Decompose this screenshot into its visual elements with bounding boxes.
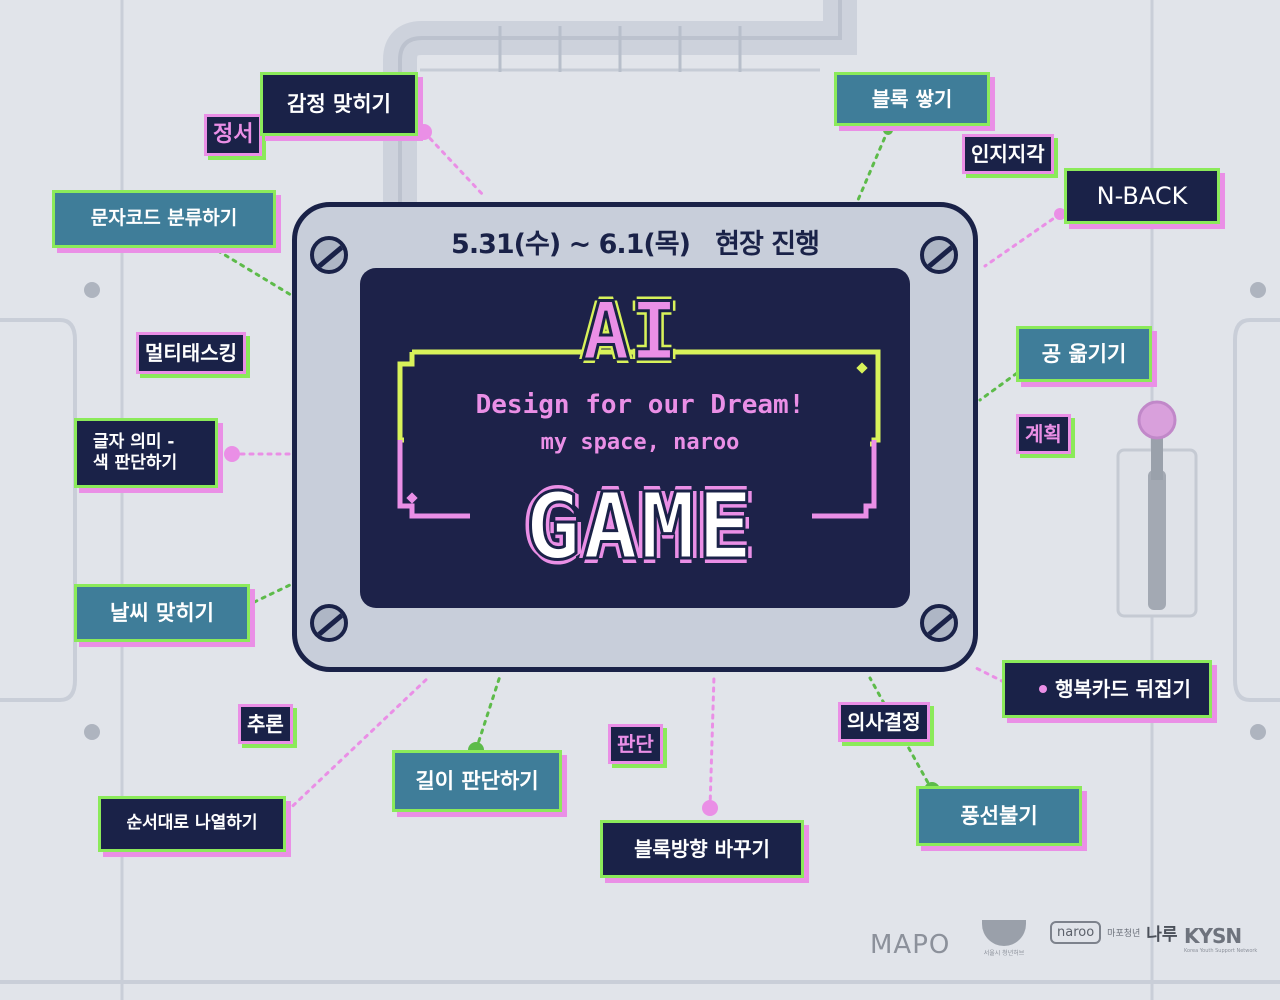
screw-icon xyxy=(310,604,348,642)
tagline: Design for our Dream! xyxy=(475,390,805,420)
category-judgment: 판단 xyxy=(608,724,663,764)
naroo-house-icon: naroo xyxy=(1050,921,1102,944)
game-happy-card-label: 행복카드 뒤집기 xyxy=(1055,676,1191,701)
game-nback: N-BACK xyxy=(1064,168,1220,224)
logo-naroo-main: 나루 xyxy=(1146,925,1178,945)
game-weather: 날씨 맞히기 xyxy=(74,584,250,642)
category-multitask: 멀티태스킹 xyxy=(136,332,246,374)
logo-mapo: MAPO xyxy=(870,930,951,960)
logo-youth-hub-text: 서울시 청년허브 xyxy=(983,950,1025,957)
bowl-icon xyxy=(982,920,1026,946)
game-word-color-line1: 글자 의미 - xyxy=(93,431,175,452)
subline: my space, naroo xyxy=(540,430,740,455)
screw-icon xyxy=(310,236,348,274)
logo-naroo-small: 마포청년 xyxy=(1107,929,1141,939)
category-reasoning: 추론 xyxy=(238,704,293,744)
logo-youth-hub: 서울시 청년허브 xyxy=(976,912,1032,957)
date-text: 5.31(수) ~ 6.1(목) xyxy=(451,229,691,260)
bullet-icon xyxy=(1039,685,1048,693)
game-char-code: 문자코드 분류하기 xyxy=(52,190,276,248)
pipe-joints-icon xyxy=(498,26,742,72)
game-length: 길이 판단하기 xyxy=(392,750,562,812)
screw-icon xyxy=(920,236,958,274)
ai-title: AI xyxy=(580,283,679,379)
category-decision: 의사결정 xyxy=(838,702,930,742)
lever-icon xyxy=(1116,400,1198,618)
logo-kysn-small: Korea Youth Support Network xyxy=(1184,948,1258,954)
venue-text: 현장 진행 xyxy=(715,229,820,260)
game-ball-move: 공 옮기기 xyxy=(1016,326,1152,382)
category-emotion: 정서 xyxy=(204,114,263,156)
game-block-stack: 블록 쌓기 xyxy=(834,72,990,126)
game-emotion-match: 감정 맞히기 xyxy=(260,72,418,136)
game-order: 순서대로 나열하기 xyxy=(98,796,286,852)
game-balloon: 풍선불기 xyxy=(916,786,1082,846)
game-block-direction: 블록방향 바꾸기 xyxy=(600,820,804,878)
event-date: 5.31(수) ~ 6.1(목) 현장 진행 xyxy=(292,222,978,261)
game-word-color-line2: 색 판단하기 xyxy=(93,453,178,473)
screw-icon xyxy=(920,604,958,642)
category-planning: 계획 xyxy=(1016,414,1071,454)
game-word-color: 글자 의미 - 색 판단하기 xyxy=(74,418,218,488)
connector-lines xyxy=(208,128,1062,820)
logo-kysn: KYSN Korea Youth Support Network xyxy=(1184,924,1257,954)
logo-kysn-main: KYSN xyxy=(1184,924,1242,948)
game-happy-card: 행복카드 뒤집기 xyxy=(1002,660,1212,718)
game-title: GAME xyxy=(524,471,755,581)
logo-naroo: naroo 마포청년 나루 xyxy=(1050,920,1178,945)
category-cognition: 인지지각 xyxy=(962,134,1054,174)
